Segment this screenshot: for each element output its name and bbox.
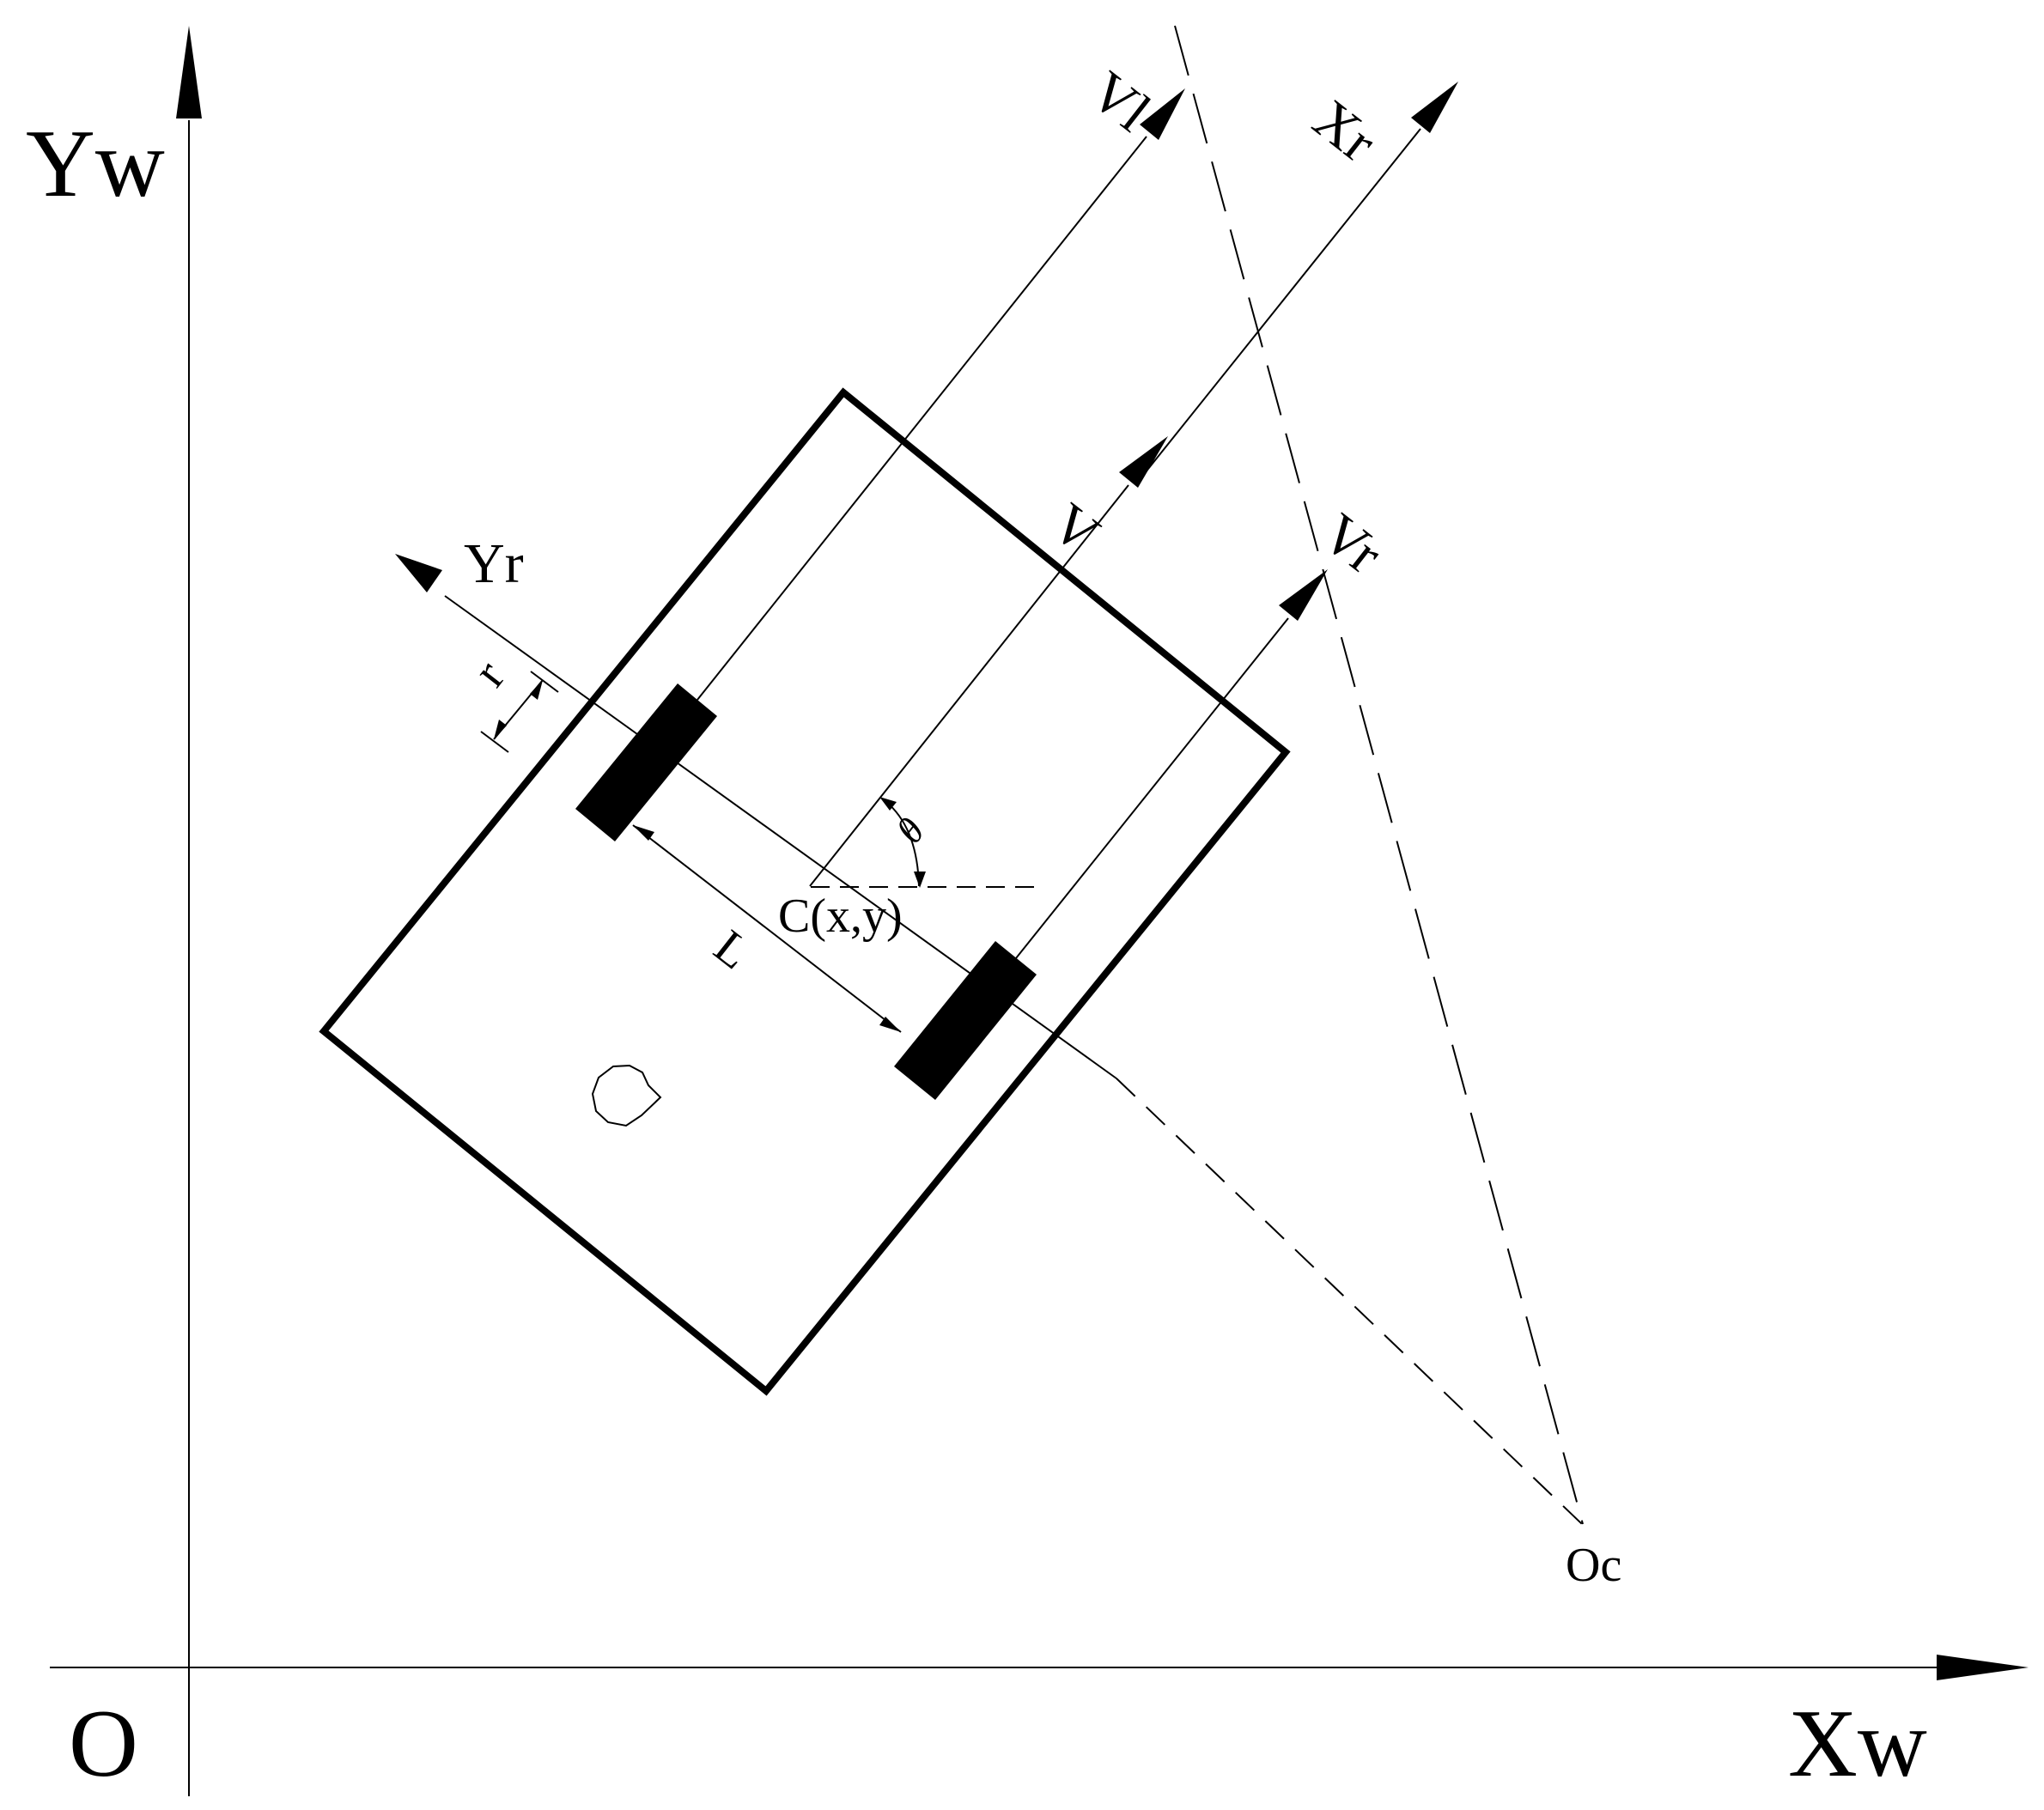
center-point-label: C(x,y) xyxy=(778,890,903,943)
wheel-base-arrow-start xyxy=(633,825,654,841)
world-y-axis-arrowhead xyxy=(176,26,202,118)
world-x-axis-label: Xw xyxy=(1788,1691,1927,1797)
right-wheel xyxy=(894,941,1037,1100)
robot-y-axis-arrowhead xyxy=(395,554,442,592)
wheel-base-dimension-line xyxy=(632,824,902,1033)
robot-x-axis-arrowhead xyxy=(1411,82,1458,133)
wheel-radius-arrow-end xyxy=(494,720,507,739)
robot-x-axis-line xyxy=(1137,128,1421,483)
right-velocity-line xyxy=(1015,617,1289,959)
heading-angle-arrow-end xyxy=(914,872,926,888)
world-x-axis-arrowhead xyxy=(1937,1655,2029,1680)
axle-extension-dashed xyxy=(1116,1078,1583,1525)
left-wheel xyxy=(575,683,717,841)
center-velocity-line xyxy=(809,484,1129,887)
robot-body xyxy=(319,387,1291,1396)
left-velocity-line xyxy=(697,136,1147,701)
wheel-base-arrow-end xyxy=(879,1017,901,1032)
left-velocity-arrowhead xyxy=(1140,88,1185,140)
wheel-radius-tick-1 xyxy=(480,731,509,753)
instant-center-label: Oc xyxy=(1566,1539,1621,1592)
heading-angle-arrow-start xyxy=(879,797,897,811)
world-y-axis-label: Yw xyxy=(26,111,165,217)
wheel-radius-arrow-start xyxy=(530,680,543,700)
robot-y-axis-line xyxy=(444,595,1117,1079)
right-velocity-arrowhead xyxy=(1279,569,1328,621)
robot-y-axis-label: Yr xyxy=(464,532,524,595)
origin-label: O xyxy=(69,1691,138,1797)
icc-dashed-line xyxy=(1174,25,1584,1525)
center-velocity-arrowhead xyxy=(1119,436,1168,488)
wheel-radius-tick-2 xyxy=(530,671,559,693)
caster-wheel xyxy=(591,1064,662,1127)
